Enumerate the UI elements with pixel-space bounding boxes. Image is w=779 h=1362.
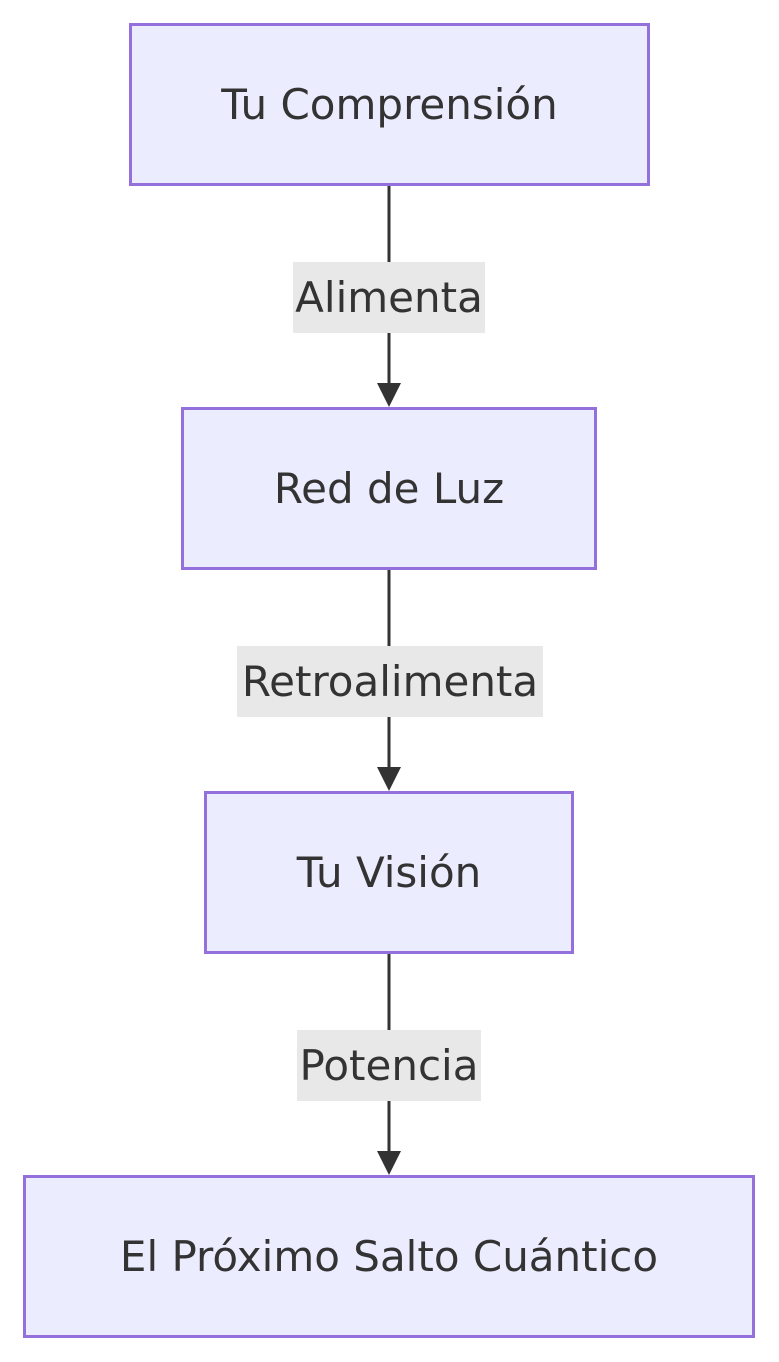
node-label: Tu Comprensión [221, 80, 558, 129]
node-tu-vision: Tu Visión [204, 791, 574, 954]
node-label: Red de Luz [273, 464, 505, 513]
edge-label-potencia: Potencia [297, 1030, 481, 1101]
edge-label-alimenta: Alimenta [293, 262, 485, 333]
node-label: El Próximo Salto Cuántico [119, 1232, 659, 1281]
arrowhead-icon [377, 767, 401, 791]
node-el-proximo-salto-cuantico: El Próximo Salto Cuántico [23, 1175, 755, 1338]
edge-label-retroalimenta: Retroalimenta [237, 646, 543, 717]
node-tu-comprension: Tu Comprensión [129, 23, 650, 186]
arrowhead-icon [377, 1151, 401, 1175]
arrowhead-icon [377, 383, 401, 407]
node-label: Tu Visión [296, 848, 482, 897]
node-red-de-luz: Red de Luz [181, 407, 597, 570]
